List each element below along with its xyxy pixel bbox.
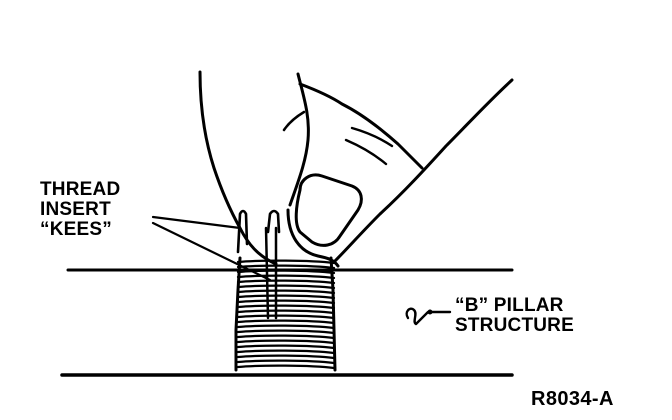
kee-tang-left — [236, 209, 249, 254]
insert-left-wall — [234, 256, 242, 372]
thread-ridge — [236, 294, 336, 300]
kees-leader-lines — [151, 215, 272, 282]
hand — [198, 70, 514, 268]
threaded-insert — [234, 226, 337, 372]
hand-back-outline — [332, 78, 514, 264]
thumb-tip-outline — [286, 208, 340, 268]
thread-ridge — [236, 304, 336, 310]
thumb-outline-left — [288, 72, 310, 207]
thread-ridge — [236, 354, 336, 360]
kee-tang-right — [266, 209, 281, 234]
insert-slot — [264, 226, 278, 320]
insert-threads — [236, 259, 336, 370]
thread-ridge — [236, 289, 336, 295]
thread-ridge — [236, 309, 336, 315]
thumb-outline-top — [298, 82, 424, 170]
thread-ridge — [236, 259, 336, 265]
thread-insert-kees-label: THREAD INSERT “KEES” — [40, 180, 120, 240]
thread-insert-label-line-3: “KEES” — [40, 219, 112, 240]
b-pillar-label-line-1: “B” PILLAR — [455, 295, 564, 316]
b-pillar-leader-dot — [427, 309, 433, 315]
thread-insert-label-line-2: INSERT — [40, 199, 111, 220]
kees-leader-lower — [151, 221, 272, 282]
thread-ridge — [236, 269, 336, 275]
thread-ridge — [236, 334, 336, 340]
thread-insert-label-line-1: THREAD — [40, 179, 121, 200]
thread-ridge — [236, 274, 336, 280]
thread-ridge — [236, 344, 336, 350]
thread-ridge — [236, 339, 336, 345]
kee-tangs — [236, 209, 281, 254]
thread-ridge — [236, 349, 336, 355]
thread-ridge — [236, 329, 336, 335]
b-pillar-structure-label: “B” PILLAR STRUCTURE — [455, 296, 574, 336]
thread-ridge — [236, 319, 336, 325]
thumb-inner-line — [282, 110, 306, 132]
index-finger-outline — [198, 70, 278, 266]
thread-ridge — [236, 314, 336, 320]
thread-ridge — [236, 284, 336, 290]
thumb-knuckle-line-2 — [344, 138, 388, 166]
thumbnail — [294, 173, 363, 247]
thread-ridge — [236, 364, 336, 370]
kees-leader-upper — [151, 215, 242, 230]
b-pillar-label-line-2: STRUCTURE — [455, 315, 574, 336]
thread-ridge — [236, 359, 336, 365]
thread-ridge — [236, 324, 336, 330]
thread-ridge — [236, 279, 336, 285]
b-pillar-leader — [405, 307, 452, 326]
insert-right-wall — [329, 256, 337, 372]
thread-ridge — [236, 299, 336, 305]
thread-ridge — [236, 264, 336, 270]
thumb-knuckle-line-1 — [350, 126, 394, 148]
figure-id: R8034-A — [531, 388, 614, 410]
